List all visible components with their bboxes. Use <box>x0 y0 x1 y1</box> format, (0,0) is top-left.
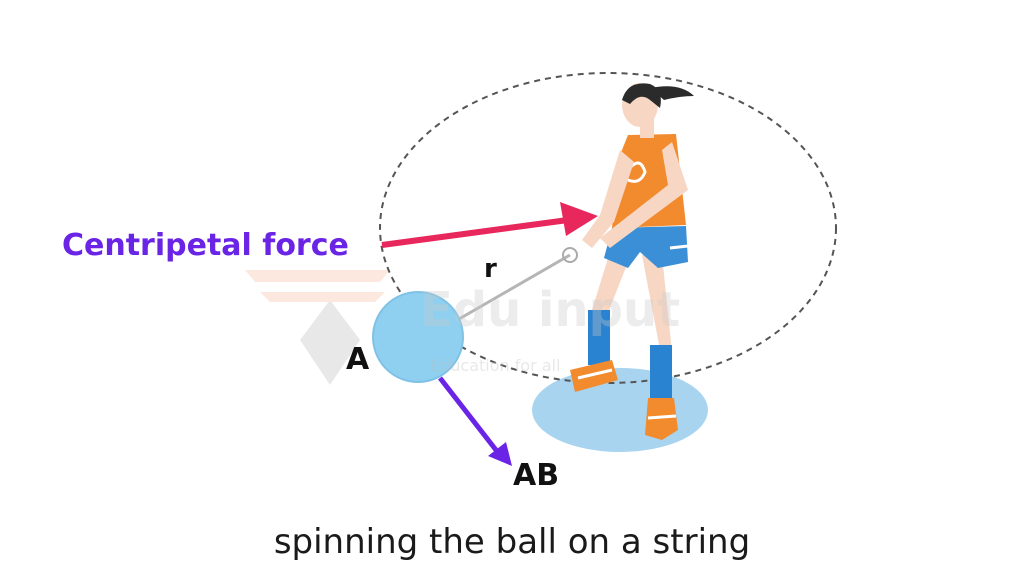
ball <box>372 291 464 383</box>
centripetal-arrow-shaft <box>381 217 569 248</box>
orbit-path <box>379 72 837 384</box>
ground-shadow <box>532 368 708 452</box>
centripetal-force-label: Centripetal force <box>62 228 349 263</box>
string-handle <box>562 247 578 263</box>
tangent-arrowhead <box>488 442 512 466</box>
watermark-logo-icon <box>245 270 390 385</box>
watermark-tagline: Education for all <box>430 356 561 375</box>
watermark-brand: Edu input <box>420 282 681 338</box>
athlete-figure <box>570 83 694 440</box>
tangent-end-label: AB <box>513 458 560 493</box>
diagram-caption: spinning the ball on a string <box>273 522 751 562</box>
tangent-arrow-shaft <box>438 376 498 452</box>
centripetal-arrowhead <box>560 202 598 236</box>
radius-label: r <box>484 254 497 284</box>
point-a-label: A <box>346 342 370 377</box>
string-line <box>439 253 571 332</box>
